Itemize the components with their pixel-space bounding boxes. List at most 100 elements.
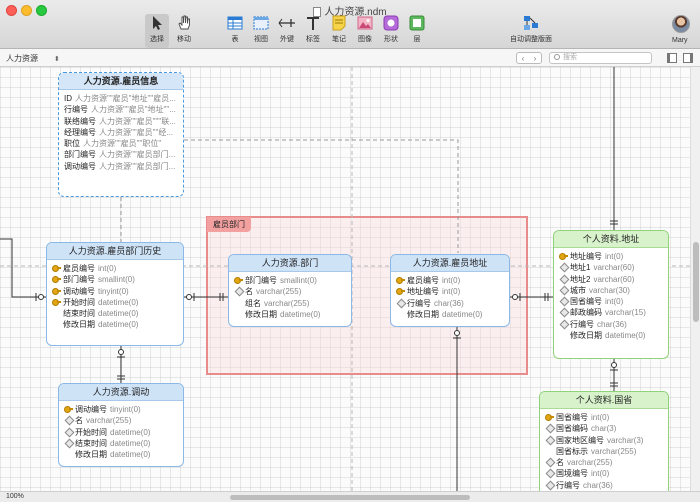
primary-key-icon	[64, 405, 73, 413]
hand-icon	[175, 14, 193, 32]
image-icon	[356, 14, 374, 32]
field-row[interactable]: 联络编号人力资源""雇员"""联...	[64, 116, 176, 126]
shape-tool-button[interactable]: 形状	[380, 14, 402, 48]
horizontal-scroll-thumb[interactable]	[230, 495, 470, 500]
select-tool-button[interactable]: 选择	[145, 14, 169, 48]
field-row[interactable]: 调动编号人力资源""雇员部门...	[64, 161, 176, 171]
right-panel-toggle-icon[interactable]	[683, 53, 693, 63]
foreign-key-tool-button[interactable]: 外键	[276, 14, 298, 48]
foreign-key-icon	[278, 14, 296, 32]
label-tool-button[interactable]: 标签	[302, 14, 324, 48]
layer-tool-button[interactable]: 层	[406, 14, 428, 48]
field-row[interactable]: 部门编号人力资源""雇员部门...	[64, 150, 176, 160]
index-diamond-icon	[396, 299, 405, 307]
field-row[interactable]: 经理编号人力资源""雇员""经...	[64, 127, 174, 137]
search-input[interactable]: 搜索	[549, 52, 652, 64]
image-tool-button[interactable]: 图像	[354, 14, 376, 48]
index-diamond-icon	[545, 424, 554, 432]
index-diamond-icon	[545, 458, 554, 466]
primary-key-icon	[52, 298, 61, 306]
primary-key-icon	[396, 287, 405, 296]
zoom-level[interactable]: 100%	[6, 493, 24, 500]
vertical-scrollbar[interactable]	[690, 67, 700, 491]
left-panel-toggle-icon[interactable]	[667, 53, 677, 63]
zoom-window-button[interactable]	[36, 5, 47, 16]
vertical-scroll-thumb[interactable]	[693, 242, 699, 322]
text-label-icon	[304, 14, 322, 32]
minimize-window-button[interactable]	[21, 5, 32, 16]
relationship-markers	[35, 220, 618, 387]
view-icon	[252, 14, 270, 32]
diagram-canvas[interactable]: 雇员部门	[0, 67, 690, 491]
index-diamond-icon	[545, 436, 554, 444]
index-diamond-icon	[64, 416, 73, 424]
back-chevron-icon[interactable]: ‹	[521, 54, 525, 63]
index-diamond-icon	[64, 439, 73, 447]
table-tool-button[interactable]: 表	[224, 14, 246, 48]
window-toolbar: 人力资源.ndm 选择 移动 表 视图 外键 标签	[0, 0, 700, 49]
field-row[interactable]: 行编号人力资源""雇员"地址""...	[64, 105, 176, 115]
field-row[interactable]: 职位人力资源""雇员""职位"	[64, 139, 162, 149]
view-tool-button[interactable]: 视图	[250, 14, 272, 48]
move-tool-button[interactable]: 移动	[172, 14, 196, 48]
auto-layout-button[interactable]: 自动调整版面	[506, 14, 556, 48]
forward-chevron-icon[interactable]: ›	[533, 54, 537, 63]
close-window-button[interactable]	[6, 5, 17, 16]
user-avatar[interactable]	[672, 15, 690, 33]
user-name: Mary	[672, 37, 688, 44]
note-icon	[330, 14, 348, 32]
index-diamond-icon	[234, 287, 243, 295]
layer-icon	[408, 14, 426, 32]
entity-title: 人力资源.雇员部门历史	[47, 243, 183, 260]
note-tool-button[interactable]: 笔记	[328, 14, 350, 48]
schema-selector[interactable]: 人力资源⬍	[6, 54, 60, 63]
status-bar: 100%	[0, 491, 700, 502]
